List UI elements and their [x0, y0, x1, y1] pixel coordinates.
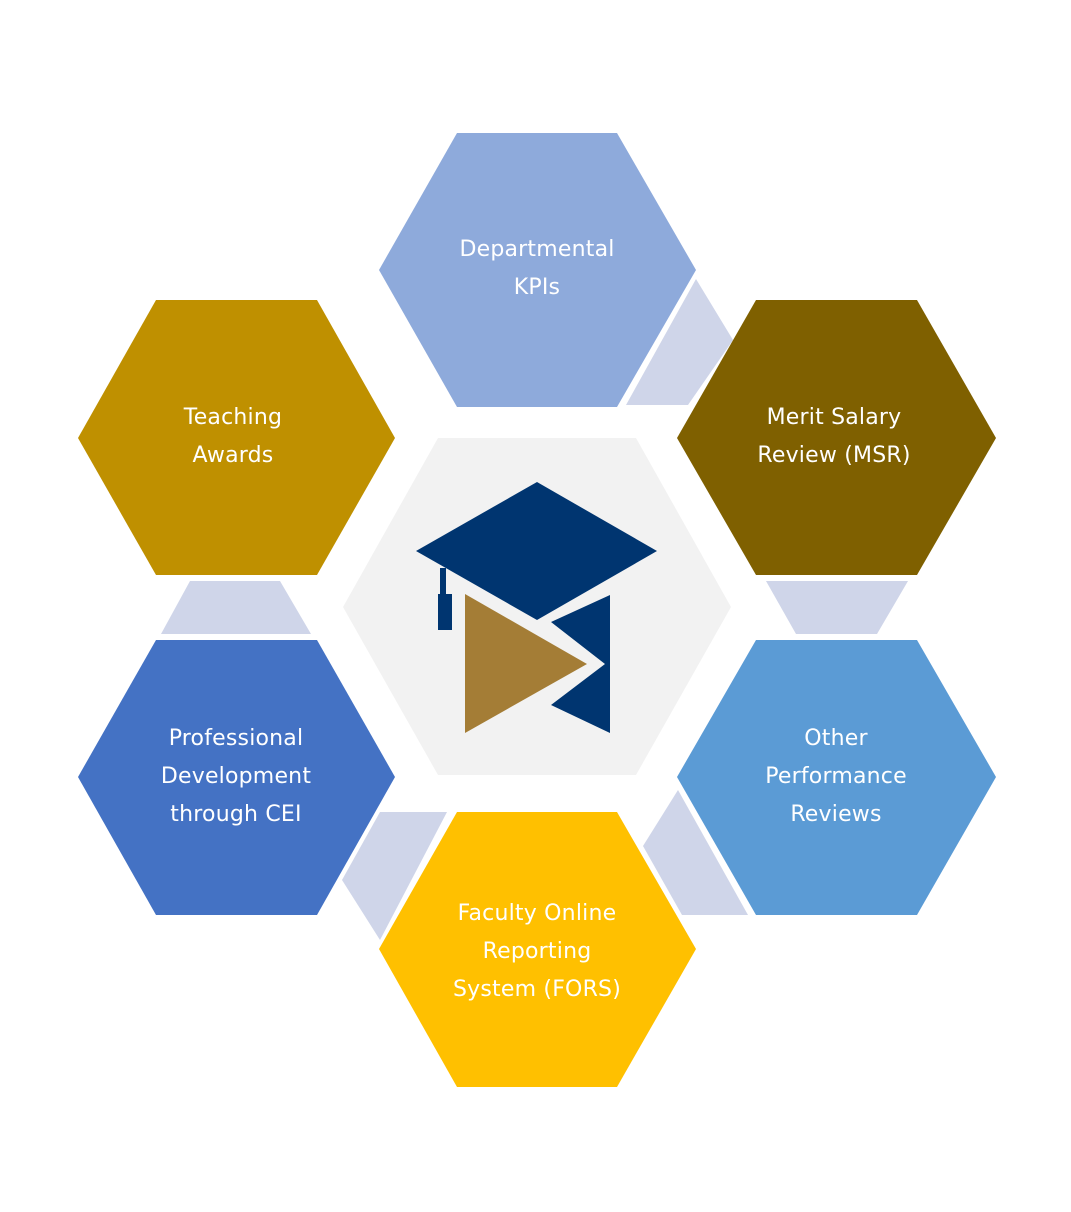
label-line: Review (MSR)	[757, 443, 911, 468]
label-merit-salary-review: Merit Salary Review (MSR)	[714, 399, 954, 475]
label-departmental-kpis: Departmental KPIs	[417, 231, 657, 307]
hexagon-other-performance-reviews	[677, 640, 996, 915]
label-line: Departmental	[459, 237, 615, 262]
label-line: Awards	[192, 443, 274, 468]
label-line: Development	[160, 764, 312, 789]
label-line: Faculty Online	[457, 901, 617, 926]
hexagon-departmental-kpis	[379, 133, 696, 407]
label-line: Merit Salary	[766, 405, 902, 430]
label-line: Professional	[168, 726, 304, 751]
hexagon-merit-salary-review	[677, 300, 996, 575]
connector-kpis-msr	[626, 279, 733, 405]
label-line: Other	[804, 726, 868, 751]
label-other-performance-reviews: Other Performance Reviews	[716, 720, 956, 834]
label-teaching-awards: Teaching Awards	[113, 399, 353, 475]
hexagon-teaching-awards	[78, 300, 395, 575]
label-line: Reporting	[482, 939, 592, 964]
label-line: Performance	[765, 764, 907, 789]
label-line: Teaching	[183, 405, 283, 430]
hexagon-professional-development	[78, 640, 395, 915]
hexagon-faculty-online-reporting	[379, 812, 696, 1087]
label-line: System (FORS)	[452, 977, 622, 1002]
graduation-cap-icon	[416, 482, 657, 733]
label-line: Reviews	[790, 802, 882, 827]
connector-other-fors	[643, 790, 748, 915]
connector-profdev-teaching	[161, 581, 311, 634]
label-line: through CEI	[170, 802, 302, 827]
label-line: KPIs	[513, 275, 561, 300]
label-professional-development: Professional Development through CEI	[116, 720, 356, 834]
label-faculty-online-reporting: Faculty Online Reporting System (FORS)	[417, 895, 657, 1009]
play-arrow-icon	[465, 594, 587, 733]
connector-msr-other	[766, 581, 908, 634]
connector-fors-profdev	[342, 812, 447, 940]
